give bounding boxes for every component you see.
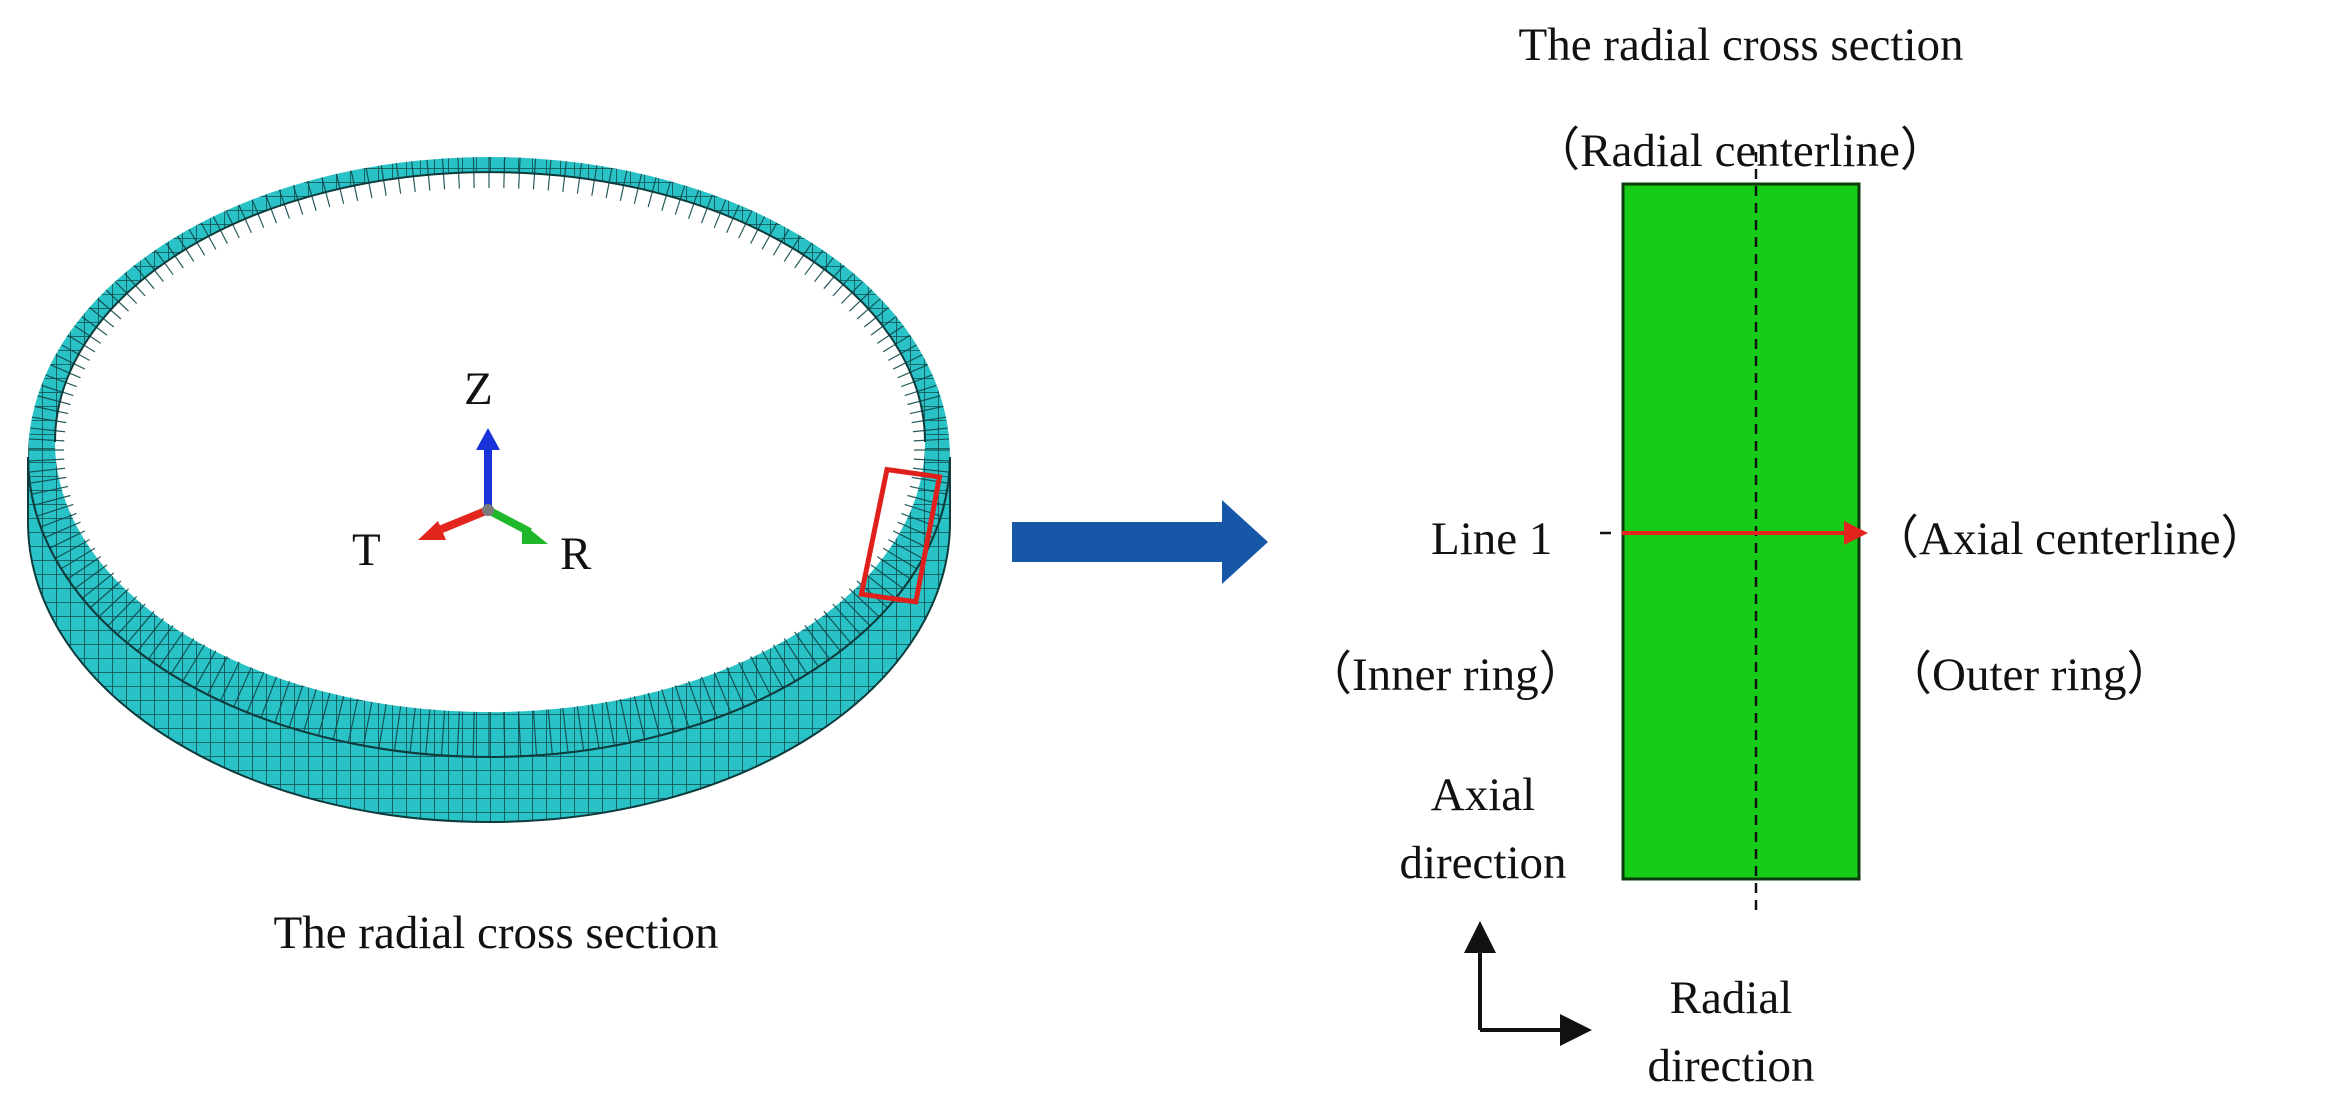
ring-mesh-line <box>591 157 604 196</box>
ring-mesh-line <box>912 426 950 433</box>
ring-mesh-line <box>439 157 446 190</box>
coordinate-triad <box>418 428 548 544</box>
right-title: The radial cross section <box>1518 19 1964 71</box>
ring-mesh-line <box>471 711 475 757</box>
ring-mesh-line <box>297 157 317 211</box>
radial-centerline-label: （Radial centerline） <box>1533 125 1947 177</box>
ring-mesh-line <box>312 157 331 208</box>
radial-direction-label-1: Radial <box>1669 972 1793 1024</box>
ring-mesh-line <box>406 157 416 193</box>
ring-mesh-line <box>422 157 431 191</box>
ring-mesh-line <box>28 437 65 442</box>
ring-mesh-line <box>28 458 65 463</box>
radial-direction-label-2: direction <box>1647 1040 1815 1092</box>
inner-ring-label: （Inner ring） <box>1305 649 1586 701</box>
ring-mesh-line <box>619 157 635 201</box>
ring-mesh-line <box>532 710 539 757</box>
ring-mesh-line <box>374 157 387 196</box>
ring-mesh-line <box>547 709 556 757</box>
ring-mesh-line <box>661 157 681 211</box>
ring-mesh-line <box>576 706 588 757</box>
ring-mesh-line <box>390 706 402 757</box>
ring-mesh-line <box>532 157 539 190</box>
line1-label: Line 1 <box>1431 513 1553 565</box>
left-caption: The radial cross section <box>273 907 719 959</box>
ring-mesh-line <box>343 157 359 201</box>
outer-ring-label: （Outer ring） <box>1885 649 2174 701</box>
ring-mesh-line <box>439 710 446 757</box>
ring-mesh-line <box>547 157 556 191</box>
ring-mesh-line <box>390 157 402 194</box>
axial-direction-label-2: direction <box>1399 837 1567 889</box>
ring-mesh-line <box>327 157 345 204</box>
z-axis-label: Z <box>464 363 493 415</box>
ring-mesh-line <box>562 157 572 193</box>
ring-mesh-line <box>913 437 950 442</box>
ring-mesh-line <box>28 467 66 474</box>
ring-outer-wall <box>27 456 951 823</box>
ring-mesh-line <box>912 467 950 474</box>
axial-direction-label-1: Axial <box>1430 769 1536 821</box>
ring-mesh-line <box>455 157 460 189</box>
axial-centerline-label: （Axial centerline） <box>1872 513 2268 565</box>
ring-mesh-line <box>576 157 588 194</box>
ring-mesh-line <box>28 426 66 433</box>
ring-mesh-line <box>518 711 523 757</box>
transition-arrow <box>1012 500 1268 584</box>
ring-mesh-line <box>471 157 475 189</box>
ring-mesh-line <box>562 707 572 757</box>
ring-mesh-line <box>503 157 507 189</box>
ring-mesh-line <box>422 709 431 757</box>
ring-mesh-line <box>605 157 620 199</box>
ring-mesh-line <box>406 707 416 757</box>
r-axis-label: R <box>560 528 592 580</box>
t-axis-label: T <box>352 524 381 576</box>
ring-mesh-line <box>633 157 651 204</box>
ring-mesh-line <box>358 157 373 199</box>
ring-mesh-line <box>374 704 387 757</box>
ring-mesh-line <box>913 458 950 463</box>
ring-mesh-line <box>591 704 604 757</box>
ring-mesh-line <box>518 157 523 189</box>
ring-mesh-line <box>455 711 460 757</box>
section-highlight-box <box>858 466 943 605</box>
ring-mesh-line <box>503 711 507 757</box>
ring-mesh-line <box>647 157 666 208</box>
